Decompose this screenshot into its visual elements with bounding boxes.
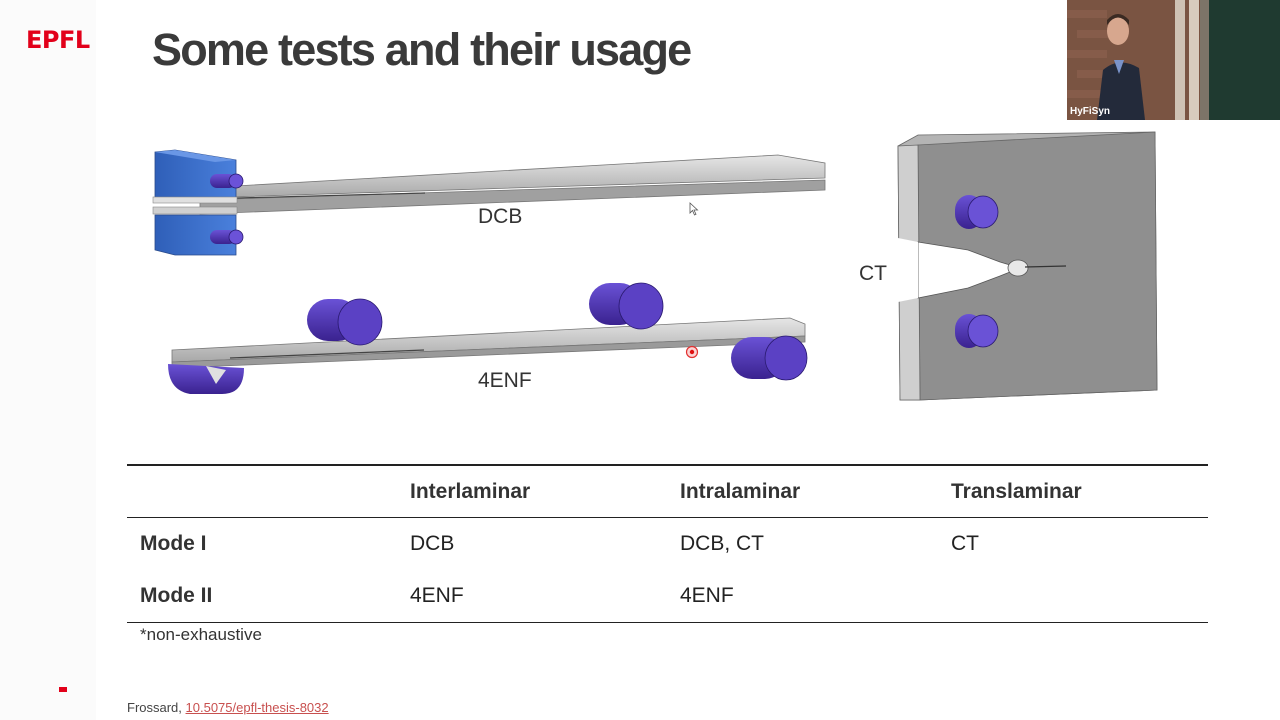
ct-label: CT [859,262,887,286]
enf-label: 4ENF [478,369,532,393]
table-cell: 4ENF [410,570,680,623]
table-row-head: Mode II [127,570,410,623]
enf-roller-top-left [307,299,382,345]
slide-marker [59,687,67,692]
table-header-translaminar: Translaminar [951,465,1208,518]
webcam-overlay: HyFiSyn [1067,0,1280,120]
table-row: Mode I DCB DCB, CT CT [127,518,1208,571]
tests-usage-table: Interlaminar Intralaminar Translaminar M… [127,464,1208,623]
mouse-pointer-icon [689,202,699,216]
table-cell: DCB [410,518,680,571]
table-header-interlaminar: Interlaminar [410,465,680,518]
enf-roller-bottom-right [731,336,807,380]
table-header-empty [127,465,410,518]
table-header-intralaminar: Intralaminar [680,465,951,518]
table-cell [951,570,1208,623]
citation-link[interactable]: 10.5075/epfl-thesis-8032 [186,700,329,715]
ct-pin-top [955,195,998,229]
enf-roller-bottom-left [168,364,244,394]
table-header-row: Interlaminar Intralaminar Translaminar [127,465,1208,518]
enf-roller-top-right [589,283,663,329]
dcb-specimen [153,150,825,255]
ct-specimen [898,132,1157,400]
dcb-label: DCB [478,205,522,229]
table-row: Mode II 4ENF 4ENF [127,570,1208,623]
citation-author: Frossard, [127,700,186,715]
presenter-video [1067,0,1280,120]
non-exhaustive-note: *non-exhaustive [140,625,262,645]
webcam-name-label: HyFiSyn [1070,106,1110,117]
ct-pin-bottom [955,314,998,348]
table-cell: CT [951,518,1208,571]
laser-pointer-icon [685,345,699,359]
table-row-head: Mode I [127,518,410,571]
table-cell: DCB, CT [680,518,951,571]
table-cell: 4ENF [680,570,951,623]
citation-footer: Frossard, 10.5075/epfl-thesis-8032 [127,700,329,715]
